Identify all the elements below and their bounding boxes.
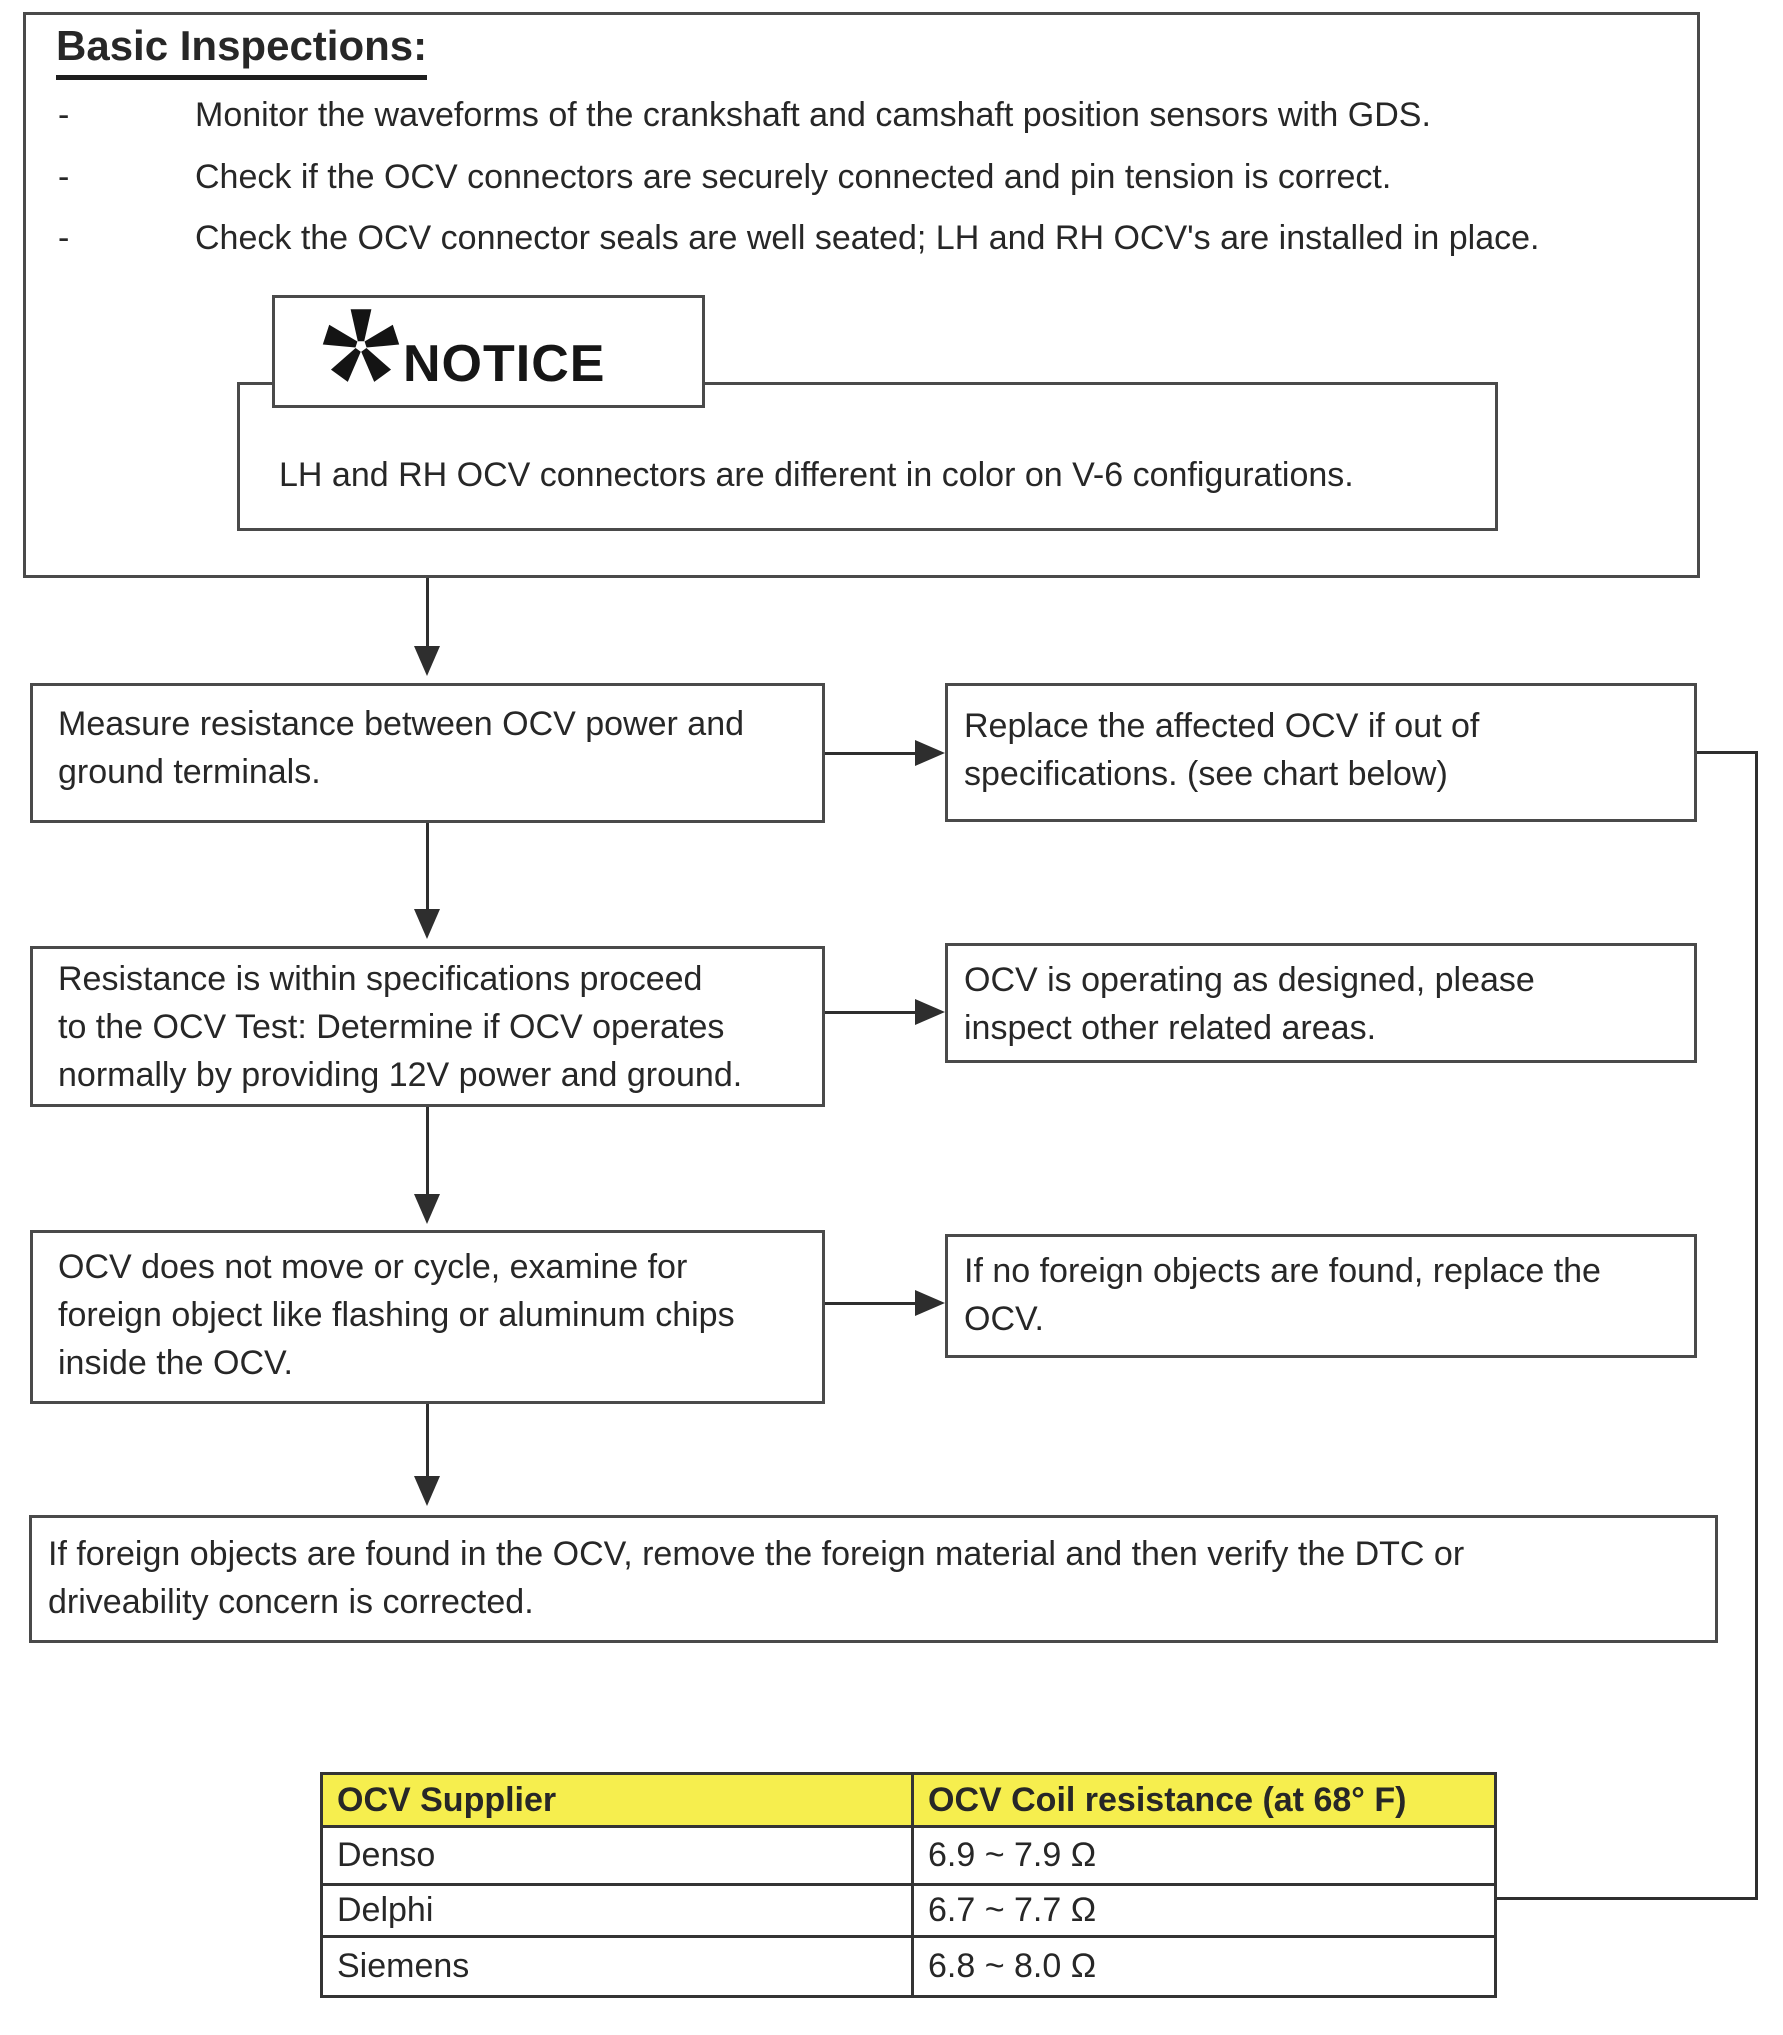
flow-text-line: foreign object like flashing or aluminum…: [58, 1296, 735, 1334]
flow-text-line: OCV does not move or cycle, examine for: [58, 1248, 688, 1286]
notice-box: NOTICE: [272, 295, 705, 408]
notice-label: NOTICE: [403, 335, 606, 393]
flow-box-operating-as-designed: OCV is operating as designed, please ins…: [945, 943, 1697, 1063]
flow-text-line: to the OCV Test: Determine if OCV operat…: [58, 1008, 725, 1046]
flow-text-line: specifications. (see chart below): [964, 755, 1448, 793]
flow-box-remove-foreign-material: If foreign objects are found in the OCV,…: [29, 1515, 1718, 1643]
flow-text-line: normally by providing 12V power and grou…: [58, 1056, 743, 1094]
flow-arrow-line: [825, 1302, 917, 1305]
flow-box-no-foreign-objects: If no foreign objects are found, replace…: [945, 1234, 1697, 1358]
basic-inspections-heading: Basic Inspections:: [56, 22, 428, 80]
flow-text-line: inspect other related areas.: [964, 1009, 1377, 1047]
table-row: Denso 6.9 ~ 7.9 Ω: [320, 1825, 1497, 1886]
flow-arrow-line: [426, 1404, 429, 1478]
bullet-dash: -: [58, 96, 70, 134]
arrowhead-right-icon: [915, 740, 945, 766]
flow-text-line: driveability concern is corrected.: [48, 1583, 534, 1621]
arrowhead-down-icon: [414, 909, 440, 939]
bullet-dash: -: [58, 158, 70, 196]
flow-text-line: Replace the affected OCV if out of: [964, 707, 1480, 745]
bullet-text: Check the OCV connector seals are well s…: [195, 219, 1540, 257]
supplier-cell: Delphi: [320, 1883, 914, 1938]
flow-text-line: OCV is operating as designed, please: [964, 961, 1535, 999]
flow-box-replace-ocv: Replace the affected OCV if out of speci…: [945, 683, 1697, 822]
flow-arrow-line: [825, 1011, 917, 1014]
supplier-cell: Denso: [320, 1825, 914, 1886]
table-row: Siemens 6.8 ~ 8.0 Ω: [320, 1935, 1497, 1998]
notice-text: LH and RH OCV connectors are different i…: [279, 456, 1354, 494]
flow-text-line: Measure resistance between OCV power and: [58, 705, 745, 743]
supplier-cell: Siemens: [320, 1935, 914, 1998]
flow-text-line: If no foreign objects are found, replace…: [964, 1252, 1601, 1290]
connector-line: [1496, 1897, 1758, 1900]
arrowhead-right-icon: [915, 999, 945, 1025]
flow-arrow-line: [825, 752, 917, 755]
arrowhead-down-icon: [414, 1476, 440, 1506]
notice-asterisk-icon: [322, 309, 400, 382]
flow-text-line: ground terminals.: [58, 753, 321, 791]
flow-text-line: inside the OCV.: [58, 1344, 293, 1382]
bullet-text: Check if the OCV connectors are securely…: [195, 158, 1392, 196]
flow-box-examine-foreign-object: OCV does not move or cycle, examine for …: [30, 1230, 825, 1404]
connector-line: [1755, 751, 1758, 1900]
bullet-text: Monitor the waveforms of the crankshaft …: [195, 96, 1431, 134]
flow-text-line: If foreign objects are found in the OCV,…: [48, 1535, 1465, 1573]
arrowhead-down-icon: [414, 646, 440, 676]
resistance-cell: 6.8 ~ 8.0 Ω: [911, 1935, 1497, 1998]
flow-text-line: Resistance is within specifications proc…: [58, 960, 703, 998]
bullet-dash: -: [58, 219, 70, 257]
connector-line: [1697, 751, 1758, 754]
flow-box-measure-resistance: Measure resistance between OCV power and…: [30, 683, 825, 823]
flow-box-ocv-test: Resistance is within specifications proc…: [30, 946, 825, 1107]
table-row: Delphi 6.7 ~ 7.7 Ω: [320, 1883, 1497, 1938]
flow-arrow-line: [426, 578, 429, 648]
table-header-resistance: OCV Coil resistance (at 68° F): [911, 1772, 1497, 1828]
table-header-row: OCV Supplier OCV Coil resistance (at 68°…: [320, 1772, 1497, 1828]
arrowhead-right-icon: [915, 1290, 945, 1316]
flow-arrow-line: [426, 1107, 429, 1196]
flow-text-line: OCV.: [964, 1300, 1045, 1338]
table-header-supplier: OCV Supplier: [320, 1772, 914, 1828]
resistance-cell: 6.7 ~ 7.7 Ω: [911, 1883, 1497, 1938]
spec-table: OCV Supplier OCV Coil resistance (at 68°…: [320, 1772, 1497, 1998]
arrowhead-down-icon: [414, 1194, 440, 1224]
flow-arrow-line: [426, 823, 429, 911]
resistance-cell: 6.9 ~ 7.9 Ω: [911, 1825, 1497, 1886]
